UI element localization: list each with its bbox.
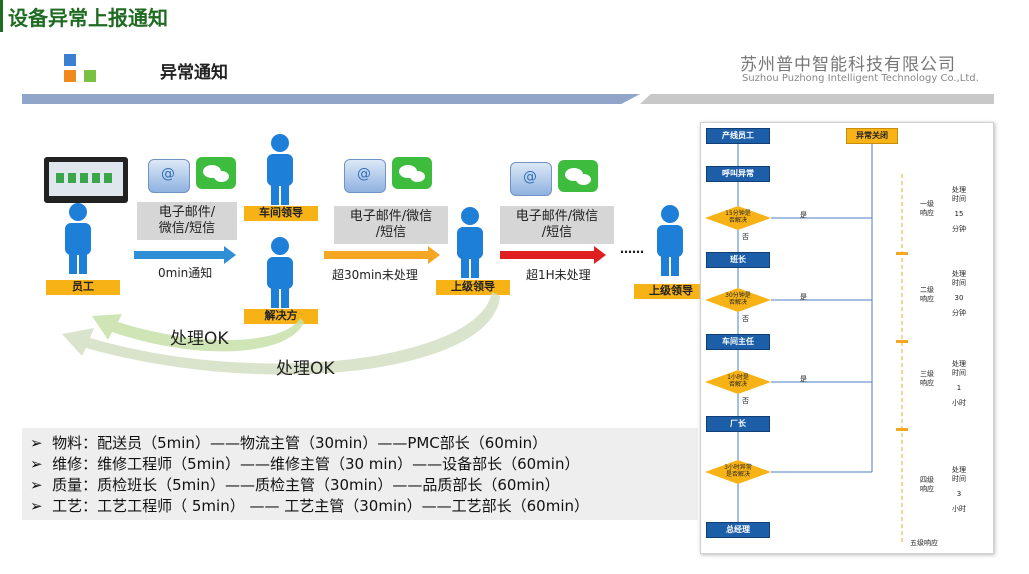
email-icon: @ bbox=[148, 159, 190, 193]
bullet-maintenance: ➢ 维修：维修工程师（5min）——维修主管（30 min）——设备部长（60m… bbox=[30, 455, 580, 473]
label-superior2: 上级领导 bbox=[634, 284, 708, 299]
header-band-blue bbox=[22, 94, 640, 104]
tablet-device-icon bbox=[44, 157, 128, 203]
fc-node-line-worker: 产线员工 bbox=[706, 128, 770, 144]
label-workshop-leader: 车间领导 bbox=[244, 206, 318, 221]
wechat-icon bbox=[558, 160, 598, 192]
return-arrow-inner bbox=[92, 314, 304, 352]
page-title: 设备异常上报通知 bbox=[8, 6, 168, 30]
fc-level-3-name: 三级响应 bbox=[920, 370, 934, 387]
bullet-material: ➢ 物料：配送员（5min）——物流主管（30min）——PMC部长（60min… bbox=[30, 434, 548, 452]
bullet-quality: ➢ 质量：质检班长（5min）——质检主管（30min）——品质部长（60min… bbox=[30, 476, 560, 494]
ellipsis: …… bbox=[620, 242, 644, 256]
fc-node-exception-closed: 异常关闭 bbox=[846, 128, 898, 144]
time-label-0min: 0min通知 bbox=[158, 266, 213, 280]
company-name-en: Suzhou Puzhong Intelligent Technology Co… bbox=[742, 73, 979, 84]
person-resolver-icon bbox=[267, 237, 293, 308]
fc-node-call-exception: 呼叫异常 bbox=[706, 166, 770, 182]
fc-level-1-name: 一级响应 bbox=[920, 200, 934, 217]
fc-decision-3h-text: 3小时异常是否解决 bbox=[724, 464, 752, 478]
company-name-cn: 苏州普中智能科技有限公司 bbox=[740, 55, 956, 75]
return-arrow-outer bbox=[62, 292, 500, 375]
fc-yes-3: 是 bbox=[800, 375, 807, 383]
channel-label-3: 电子邮件/微信/短信 bbox=[500, 206, 614, 244]
arrow-blue bbox=[134, 246, 236, 264]
logo-square-orange bbox=[64, 70, 76, 82]
fc-decision-1h-text: 1小时是否解决 bbox=[727, 374, 749, 388]
fc-yes-2: 是 bbox=[800, 293, 807, 301]
fc-decision-15min-text: 15分钟是否解决 bbox=[725, 210, 751, 224]
fc-node-workshop-director: 车间主任 bbox=[706, 334, 770, 350]
email-icon: @ bbox=[344, 159, 386, 193]
fc-node-general-manager: 总经理 bbox=[706, 522, 770, 538]
logo-square-blue bbox=[64, 54, 76, 66]
time-label-30min: 超30min未处理 bbox=[332, 268, 418, 282]
channel-label-1: 电子邮件/微信/短信 bbox=[137, 202, 237, 240]
person-employee-icon bbox=[65, 203, 91, 274]
fc-node-team-leader: 班长 bbox=[706, 252, 770, 268]
fc-no-3: 否 bbox=[742, 397, 749, 405]
label-employee: 员工 bbox=[46, 280, 120, 295]
email-icon: @ bbox=[510, 162, 552, 196]
person-superior1-icon bbox=[457, 207, 483, 278]
person-superior2-icon bbox=[657, 205, 683, 276]
time-label-1h: 超1H未处理 bbox=[526, 268, 591, 282]
bullet-process: ➢ 工艺：工艺工程师（ 5min） —— 工艺主管（30min）——工艺部长（6… bbox=[30, 497, 589, 515]
label-superior1: 上级领导 bbox=[436, 280, 510, 295]
fc-node-factory-director: 厂长 bbox=[706, 416, 770, 432]
fc-level-5-name: 五级响应 bbox=[910, 539, 938, 547]
fc-no-2: 否 bbox=[742, 315, 749, 323]
fc-yes-1: 是 bbox=[800, 211, 807, 219]
wechat-icon bbox=[392, 157, 432, 189]
fc-no-1: 否 bbox=[742, 233, 749, 241]
arrow-red bbox=[500, 246, 606, 264]
section-title: 异常通知 bbox=[160, 63, 228, 83]
arrow-orange bbox=[324, 246, 440, 264]
title-accent-bar bbox=[0, 0, 3, 32]
processed-ok-label-1: 处理OK bbox=[170, 329, 229, 349]
person-workshop-leader-icon bbox=[267, 134, 293, 205]
fc-decision-30min-text: 30分钟是否解决 bbox=[725, 292, 751, 306]
logo-square-green bbox=[84, 70, 96, 82]
processed-ok-label-2: 处理OK bbox=[276, 359, 335, 379]
fc-level-2-name: 二级响应 bbox=[920, 286, 934, 303]
header-band-grey bbox=[640, 94, 994, 104]
channel-label-2: 电子邮件/微信/短信 bbox=[334, 206, 448, 244]
flowchart-lines bbox=[737, 142, 908, 542]
escalation-rules-panel bbox=[22, 428, 698, 520]
wechat-icon bbox=[196, 157, 236, 189]
fc-level-4-name: 四级响应 bbox=[920, 476, 934, 493]
